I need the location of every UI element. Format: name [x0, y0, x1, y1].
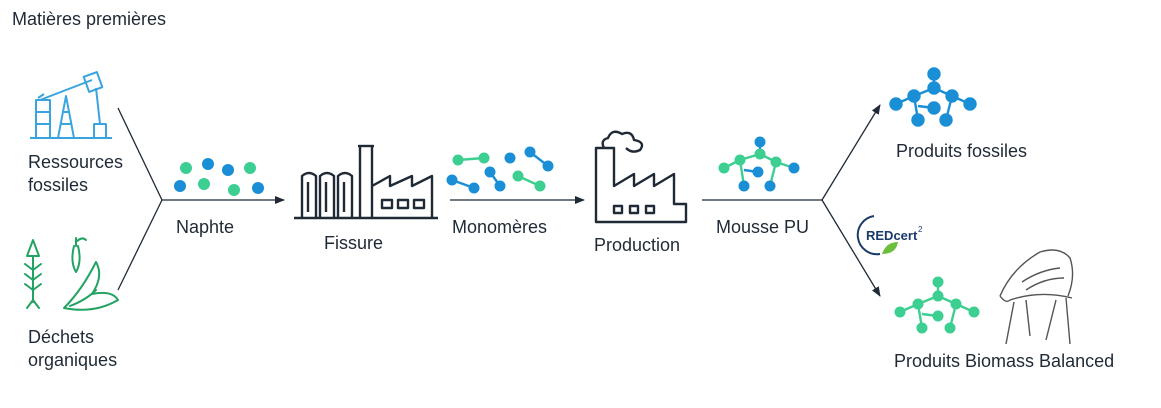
biomass-products-molecule-icon	[894, 276, 980, 334]
organic-waste-icon	[24, 237, 119, 311]
production-label: Production	[594, 235, 681, 255]
monomers-icon	[446, 146, 554, 194]
fossil-resources-label-line1: Ressources	[28, 152, 124, 172]
production-plant-icon	[594, 130, 688, 224]
organic-waste-label-line1: Déchets	[28, 327, 95, 347]
fossil-products-molecule-icon	[889, 67, 977, 127]
biomass-products-label: Produits Biomass Balanced	[894, 351, 1115, 371]
pu-foam-label: Mousse PU	[716, 217, 810, 237]
naphta-molecules-icon	[174, 158, 264, 196]
organic-waste-label-line2: organiques	[28, 350, 118, 370]
lounge-chair-icon	[999, 249, 1074, 345]
cracking-plant-icon	[294, 144, 438, 220]
naphta-label: Naphte	[176, 217, 235, 237]
fossil-resources-label-line2: fossiles	[28, 175, 89, 195]
fossil-products-label: Produits fossiles	[896, 141, 1028, 161]
arrow-to-biomass-products	[821, 199, 881, 297]
redcert-logo-icon: REDcert 2	[856, 215, 923, 256]
cracking-label: Fissure	[324, 233, 384, 253]
fossil-branch-line	[117, 107, 163, 201]
pu-foam-molecule-icon	[718, 136, 800, 192]
organic-branch-line	[117, 199, 163, 291]
page-title: Matières premières	[12, 9, 167, 29]
redcert-logo-text: REDcert	[866, 228, 918, 243]
arrow-to-fossil-products	[821, 104, 881, 201]
redcert-superscript: 2	[918, 225, 923, 234]
oil-pump-icon	[30, 71, 112, 139]
monomers-label: Monomères	[452, 217, 548, 237]
